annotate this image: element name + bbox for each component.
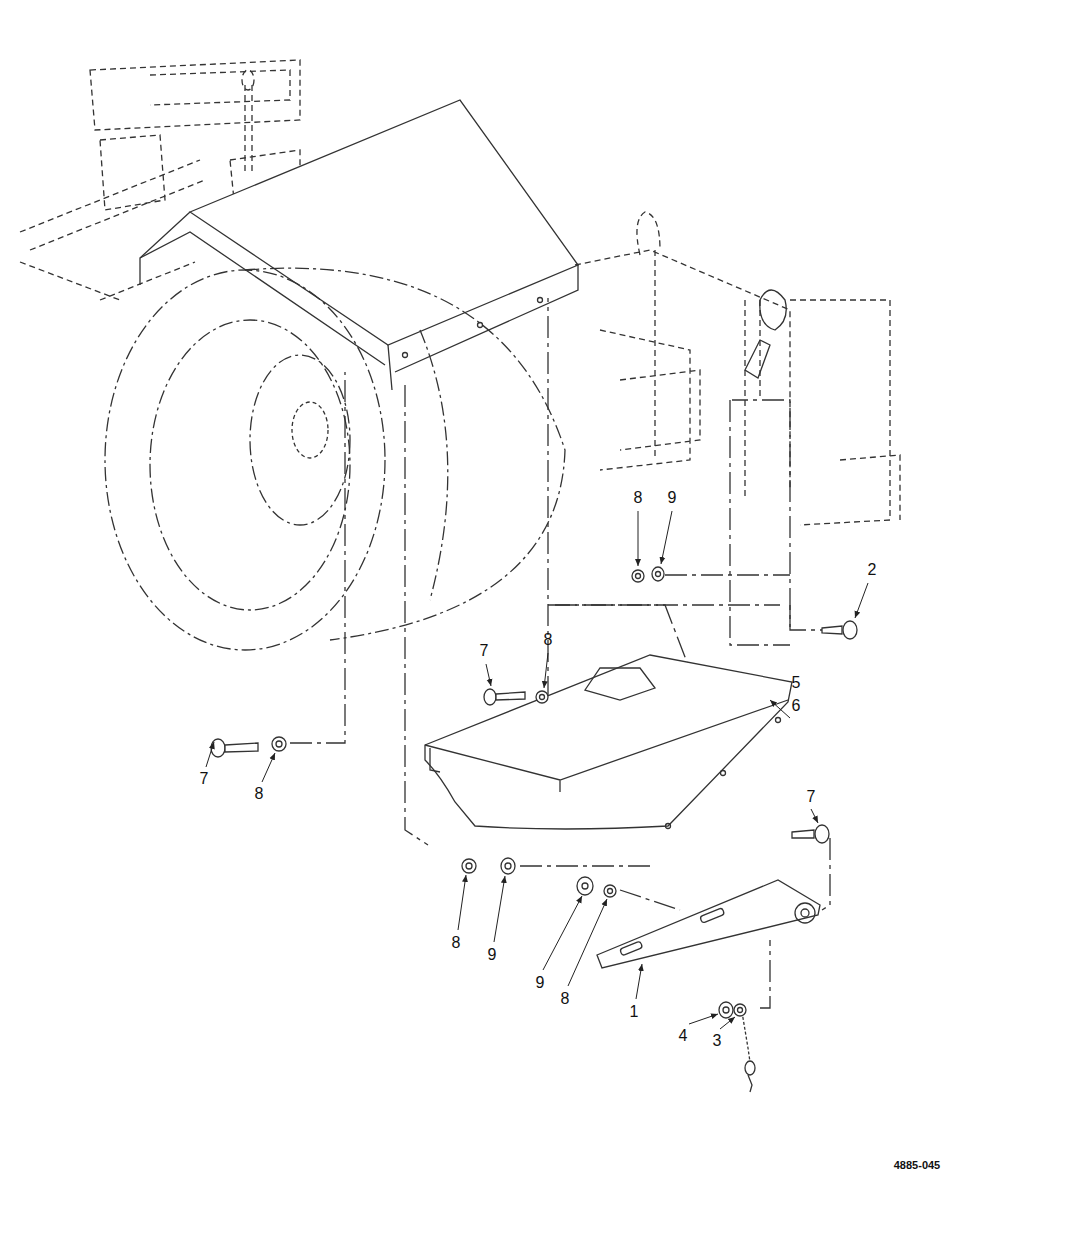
callout-number: 9 — [534, 974, 547, 992]
callout-number: 8 — [559, 990, 572, 1008]
callout-number: 3 — [711, 1032, 724, 1050]
callout-number: 6 — [790, 697, 803, 715]
callout-number: 9 — [666, 489, 679, 507]
callout-number: 1 — [628, 1003, 641, 1021]
callout-number: 7 — [478, 642, 491, 660]
callout-number: 9 — [486, 946, 499, 964]
callout-number: 5 — [790, 674, 803, 692]
callout-number: 8 — [542, 631, 555, 649]
callout-number: 8 — [450, 934, 463, 952]
callout-number: 4 — [677, 1027, 690, 1045]
callout-number: 2 — [866, 561, 879, 579]
callout-number: 7 — [805, 788, 818, 806]
figure-number: 4885-045 — [892, 1159, 943, 1172]
callout-number: 8 — [253, 785, 266, 803]
callout-number: 7 — [198, 770, 211, 788]
callout-number: 8 — [632, 489, 645, 507]
